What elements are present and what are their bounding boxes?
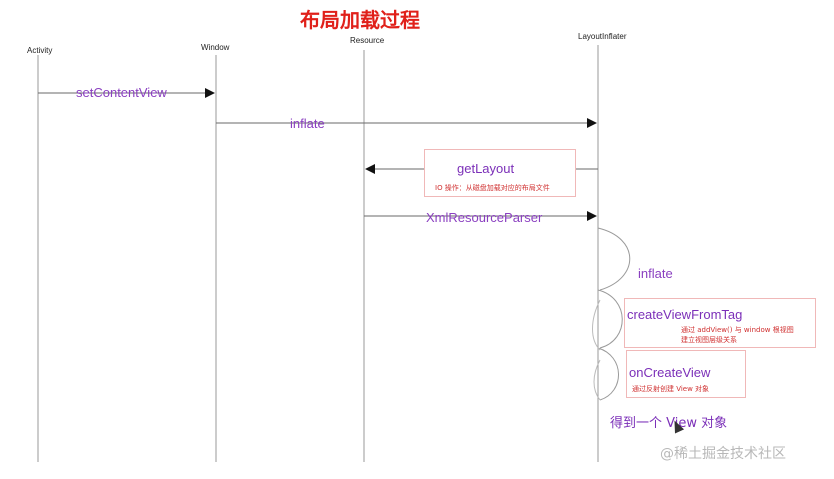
actor-resource: Resource bbox=[350, 36, 385, 45]
actor-window: Window bbox=[201, 43, 230, 52]
create-view-from-tag-box: createViewFromTag 通过 addView() 与 window … bbox=[624, 298, 816, 348]
self-loop-inflate bbox=[597, 227, 631, 291]
label-inflate-self: inflate bbox=[638, 266, 673, 281]
note-on-create-view: 通过反射创建 View 对象 bbox=[632, 385, 710, 393]
label-on-create-view: onCreateView bbox=[629, 365, 711, 380]
result-label: 得到一个 View 对象 bbox=[610, 416, 728, 431]
label-inflate: inflate bbox=[290, 116, 325, 131]
actor-activity: Activity bbox=[27, 46, 53, 55]
note-create-view-from-tag-2: 建立视图层级关系 bbox=[681, 336, 737, 344]
self-loop-on-create-view bbox=[597, 347, 619, 401]
actor-layout-inflater: LayoutInflater bbox=[578, 32, 627, 41]
label-get-layout: getLayout bbox=[457, 161, 515, 176]
get-layout-box: getLayout IO 操作：从磁盘加载对应的布局文件 bbox=[424, 149, 576, 197]
note-create-view-from-tag-1: 通过 addView() 与 window 根视图 bbox=[681, 326, 794, 334]
label-xml-resource-parser: XmlResourceParser bbox=[426, 210, 543, 225]
on-create-view-box: onCreateView 通过反射创建 View 对象 bbox=[626, 350, 746, 398]
watermark: @稀土掘金技术社区 bbox=[660, 446, 786, 462]
diagram-title: 布局加载过程 bbox=[300, 8, 420, 32]
label-create-view-from-tag: createViewFromTag bbox=[627, 307, 743, 322]
self-loop-inner bbox=[592, 299, 601, 351]
note-get-layout: IO 操作：从磁盘加载对应的布局文件 bbox=[435, 184, 550, 192]
self-loop-inner-2 bbox=[593, 359, 601, 401]
self-loop-create-view-from-tag bbox=[597, 289, 623, 349]
label-set-content-view: setContentView bbox=[76, 85, 167, 100]
